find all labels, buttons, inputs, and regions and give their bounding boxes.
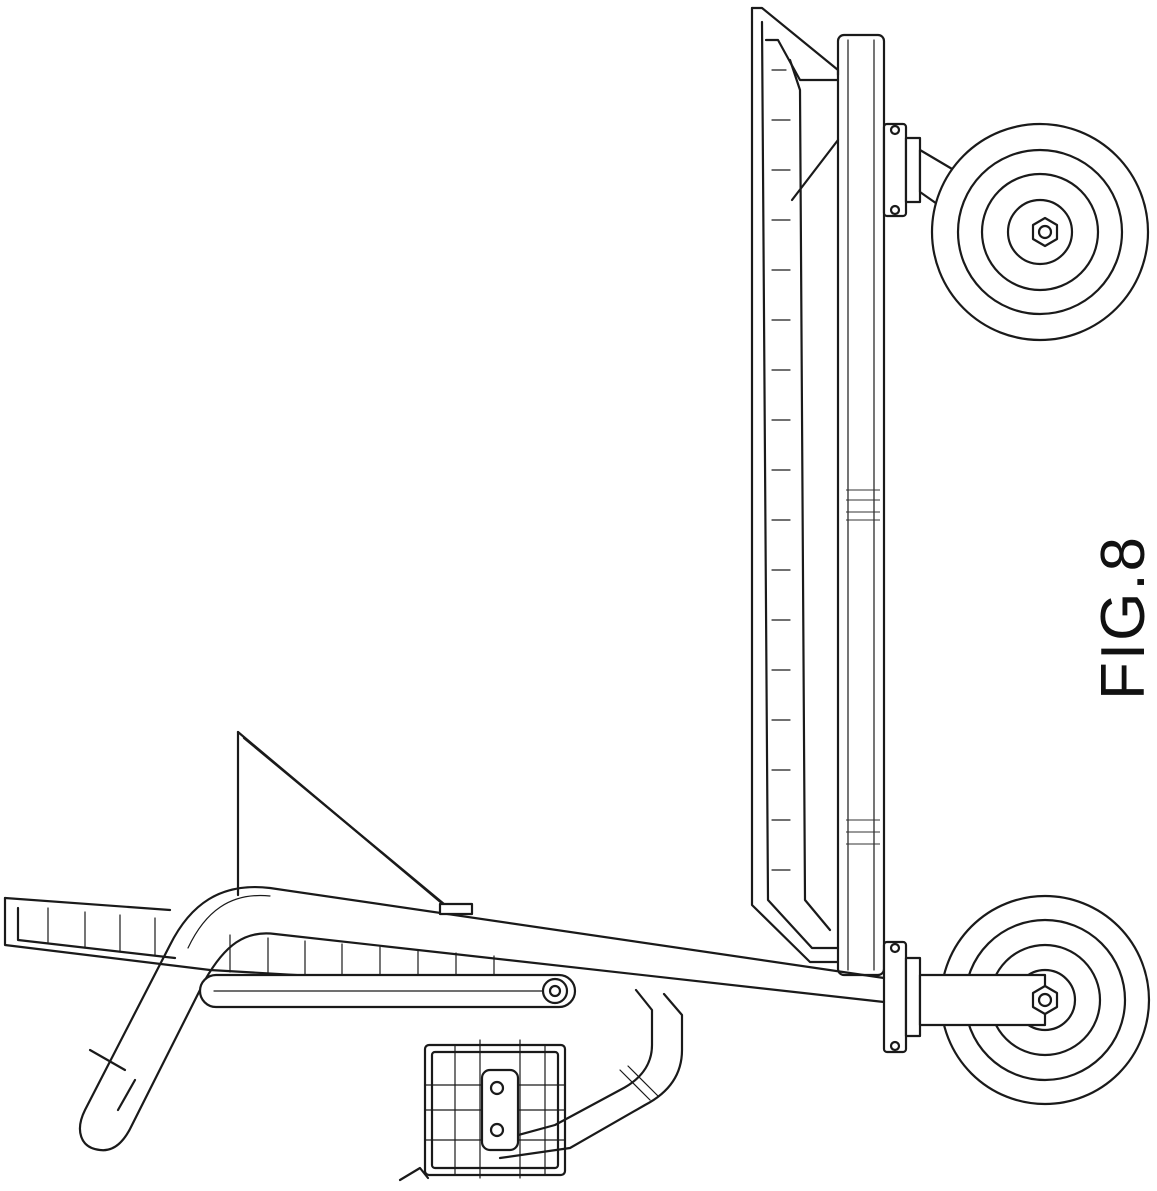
basket-arm bbox=[498, 988, 684, 1160]
front-wheel bbox=[882, 122, 1150, 342]
handle-beam bbox=[78, 885, 886, 1152]
deck-tray bbox=[750, 6, 840, 964]
kickstand bbox=[236, 730, 474, 916]
rear-wheel bbox=[882, 894, 1151, 1106]
basket bbox=[398, 1039, 567, 1182]
figure-label: FIG.8 bbox=[1089, 534, 1157, 700]
slotted-link bbox=[198, 973, 577, 1009]
frame-rail bbox=[836, 33, 886, 977]
